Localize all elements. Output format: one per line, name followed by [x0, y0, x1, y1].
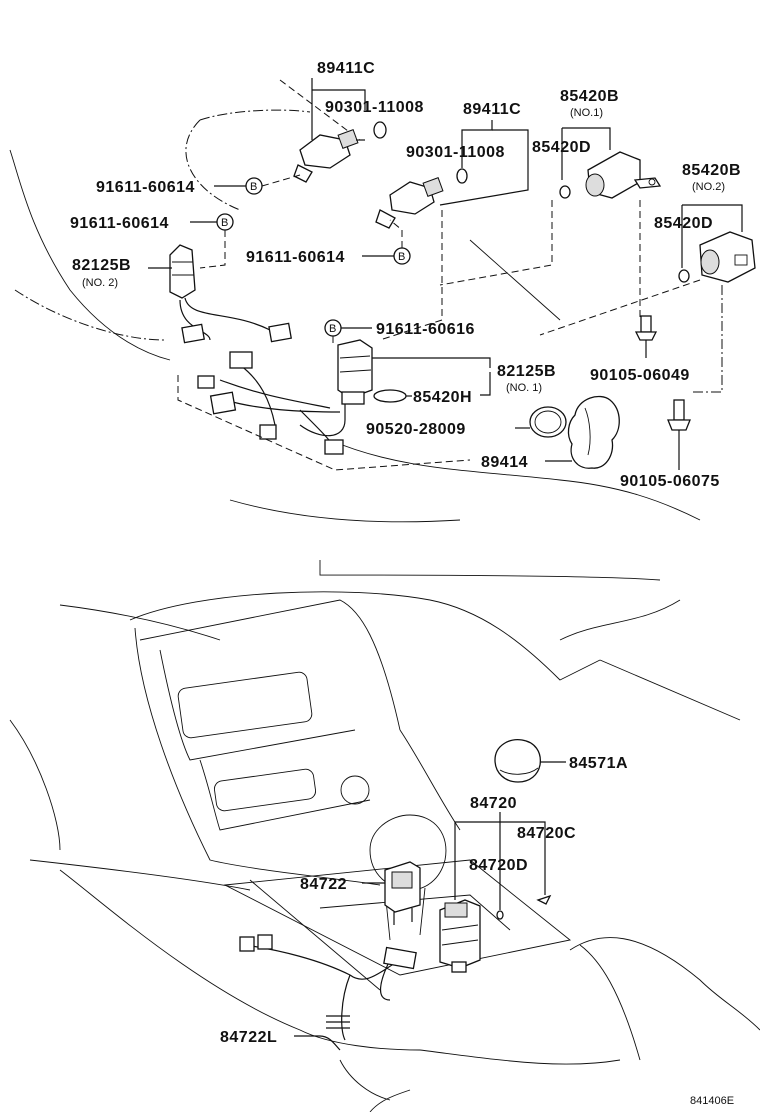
label-91611-c: 91611-60614 [246, 249, 345, 266]
wire-harness-lower [239, 934, 417, 1051]
svg-text:B: B [221, 217, 228, 229]
gasket-90520-28009 [515, 406, 567, 438]
label-82125B-no2-sub: (NO. 2) [82, 277, 118, 289]
label-85420D-no1: 85420D [532, 139, 591, 156]
label-85420D-no2: 85420D [654, 215, 713, 232]
connector-82125B-no1 [337, 339, 373, 405]
label-90105-06049: 90105-06049 [590, 367, 690, 384]
label-84722L: 84722L [220, 1029, 277, 1046]
bolt-marker-4: B [324, 319, 342, 337]
lower-labels: 84571A 84720 84720C 84720D 84722 84722L … [220, 755, 734, 1107]
label-82125B-no2: 82125B [72, 257, 131, 274]
svg-text:B: B [329, 323, 336, 335]
label-85420B-no2: 85420B [682, 162, 741, 179]
sensor-89411C-left [293, 121, 387, 183]
drawing-code: 841406E [690, 1095, 734, 1107]
upper-right-dash-lines [439, 200, 723, 393]
label-84720: 84720 [470, 795, 517, 812]
svg-text:B: B [250, 181, 257, 193]
sensor-85420B-no2 [678, 231, 756, 283]
label-89414: 89414 [481, 454, 528, 471]
lamp-84571A [494, 739, 566, 783]
label-85420B-no2-sub: (NO.2) [692, 181, 725, 193]
dashboard-outline [9, 560, 760, 1112]
leaders-91611 [190, 174, 443, 345]
bolt-90105-06049 [634, 315, 658, 358]
switch-84722 [362, 861, 421, 925]
label-91611-b: 91611-60614 [70, 215, 169, 232]
label-90301-left: 90301-11008 [325, 99, 424, 116]
label-89411C-left: 89411C [317, 60, 375, 77]
svg-text:B: B [398, 251, 405, 263]
label-84720D: 84720D [469, 857, 528, 874]
sensor-85420B-no1 [559, 151, 662, 199]
bolt-marker-1: B [245, 177, 263, 195]
leader-89411C-right [439, 120, 529, 206]
label-82125B-no1: 82125B [497, 363, 556, 380]
wire-harness-upper [177, 297, 471, 471]
label-89411C-right: 89411C [463, 101, 521, 118]
label-91611-a: 91611-60614 [96, 179, 195, 196]
label-85420B-no1-sub: (NO.1) [570, 107, 603, 119]
label-84571A: 84571A [569, 755, 628, 772]
oring-85420H [373, 389, 412, 403]
label-90301-right: 90301-11008 [406, 144, 505, 161]
bolt-90105-06075 [667, 399, 691, 470]
label-85420H: 85420H [413, 389, 472, 406]
label-84720C: 84720C [517, 825, 576, 842]
label-82125B-no1-sub: (NO. 1) [506, 382, 542, 394]
switch-84720 [439, 899, 481, 973]
label-91611-d: 91611-60616 [376, 321, 475, 338]
upper-body-outline [9, 79, 701, 523]
bolt-marker-3: B [393, 247, 411, 265]
sensor-89411C-right [375, 168, 468, 229]
label-90520: 90520-28009 [366, 421, 466, 438]
sensor-89414 [545, 395, 620, 469]
bolt-marker-2: B [216, 213, 234, 231]
leader-85420B-no2 [681, 204, 743, 268]
connector-82125B-no2 [148, 244, 196, 299]
upper-labels: 89411C 90301-11008 89411C 90301-11008 85… [70, 60, 741, 490]
leader-89411C-left [311, 78, 366, 141]
leader-82125B-no1 [372, 357, 491, 396]
label-84722: 84722 [300, 876, 347, 893]
leader-85420B-no1 [561, 127, 611, 180]
leader-84720 [454, 812, 552, 920]
label-90105-06075: 90105-06075 [620, 473, 720, 490]
label-85420B-no1: 85420B [560, 88, 619, 105]
